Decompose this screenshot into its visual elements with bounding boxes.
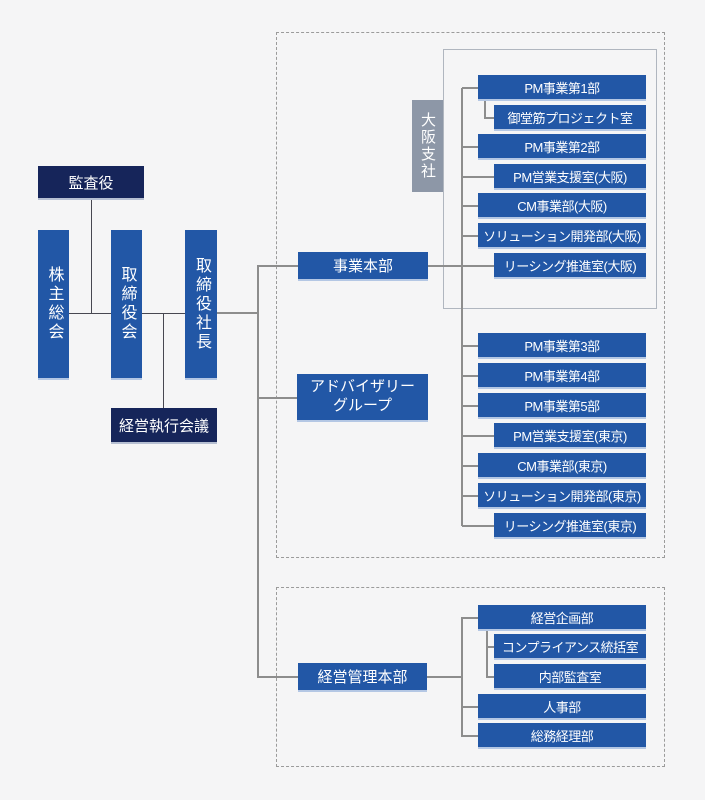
dept-somu-keiri-box: 総務経理部 (478, 723, 646, 749)
dept-pm-jigyo-1-box: PM事業第1部 (478, 75, 646, 101)
dept-pm-eigyo-shien-osaka-box: PM営業支援室(大阪) (494, 164, 646, 190)
dept-pm-jigyo-5-box: PM事業第5部 (478, 393, 646, 419)
board-of-directors-box: 取締役会 (111, 230, 142, 380)
connector (486, 676, 494, 678)
dept-cm-jigyo-tokyo-box: CM事業部(東京) (478, 453, 646, 479)
connector (217, 312, 258, 314)
connector (484, 101, 486, 118)
connector (462, 735, 478, 737)
president-box: 取締役社長 (185, 230, 217, 380)
connector (462, 345, 478, 347)
connector (258, 676, 298, 678)
connector (462, 465, 478, 467)
osaka-branch-label-box: 大阪支社 (412, 100, 443, 192)
board-of-directors-label: 取締役会 (118, 266, 136, 342)
connector (427, 676, 462, 678)
business-division-label: 事業本部 (332, 258, 393, 275)
dept-compliance-tokatsu-box: コンプライアンス統括室 (494, 634, 646, 660)
connector (462, 617, 478, 619)
dept-pm-jigyo-3-box: PM事業第3部 (478, 333, 646, 359)
dept-leasing-suishin-osaka-box: リーシング推進室(大阪) (494, 253, 646, 279)
advisory-group-label: アドバイザリーグループ (309, 378, 415, 414)
connector (462, 435, 494, 437)
shareholders-meeting-box: 株主総会 (38, 230, 69, 380)
dept-midosuji-project-box: 御堂筋プロジェクト室 (494, 105, 646, 131)
connector (462, 495, 478, 497)
connector (462, 235, 478, 237)
connector (461, 88, 463, 526)
connector (462, 525, 494, 527)
connector (91, 200, 92, 313)
dept-leasing-suishin-tokyo-box: リーシング推進室(東京) (494, 513, 646, 539)
connector (484, 117, 494, 119)
connector (163, 313, 164, 408)
business-division-box: 事業本部 (298, 252, 428, 281)
business-division-group-frame (276, 32, 665, 558)
president-label: 取締役社長 (193, 256, 210, 352)
dept-pm-eigyo-shien-tokyo-box: PM営業支援室(東京) (494, 423, 646, 449)
advisory-group-box: アドバイザリーグループ (297, 374, 428, 422)
connector (462, 87, 478, 89)
dept-cm-jigyo-osaka-box: CM事業部(大阪) (478, 193, 646, 219)
connector (462, 176, 494, 178)
connector (486, 631, 488, 677)
auditor-box: 監査役 (38, 166, 144, 200)
management-executive-council-box: 経営執行会議 (111, 408, 217, 444)
dept-jinji-box: 人事部 (478, 694, 646, 720)
dept-solution-kaihatsu-osaka-box: ソリューション開発部(大阪) (478, 223, 646, 249)
connector (461, 617, 463, 737)
management-division-box: 経営管理本部 (298, 663, 427, 692)
dept-naibu-kansa-box: 内部監査室 (494, 664, 646, 690)
osaka-branch-frame (443, 49, 657, 309)
connector (462, 706, 478, 708)
dept-pm-jigyo-4-box: PM事業第4部 (478, 363, 646, 389)
dept-solution-kaihatsu-tokyo-box: ソリューション開発部(東京) (478, 483, 646, 509)
connector (258, 397, 297, 399)
osaka-branch-label: 大阪支社 (419, 112, 436, 180)
connector (462, 375, 478, 377)
connector (462, 205, 478, 207)
auditor-label: 監査役 (68, 174, 114, 192)
connector (486, 646, 494, 648)
connector (258, 265, 298, 267)
management-division-label: 経営管理本部 (317, 669, 408, 686)
dept-pm-jigyo-2-box: PM事業第2部 (478, 134, 646, 160)
connector (462, 146, 478, 148)
management-executive-council-label: 経営執行会議 (118, 417, 209, 435)
connector (69, 313, 111, 314)
dept-keiei-kikaku-box: 経営企画部 (478, 605, 646, 631)
shareholders-meeting-label: 株主総会 (45, 266, 63, 342)
connector (257, 265, 259, 678)
connector (462, 405, 478, 407)
